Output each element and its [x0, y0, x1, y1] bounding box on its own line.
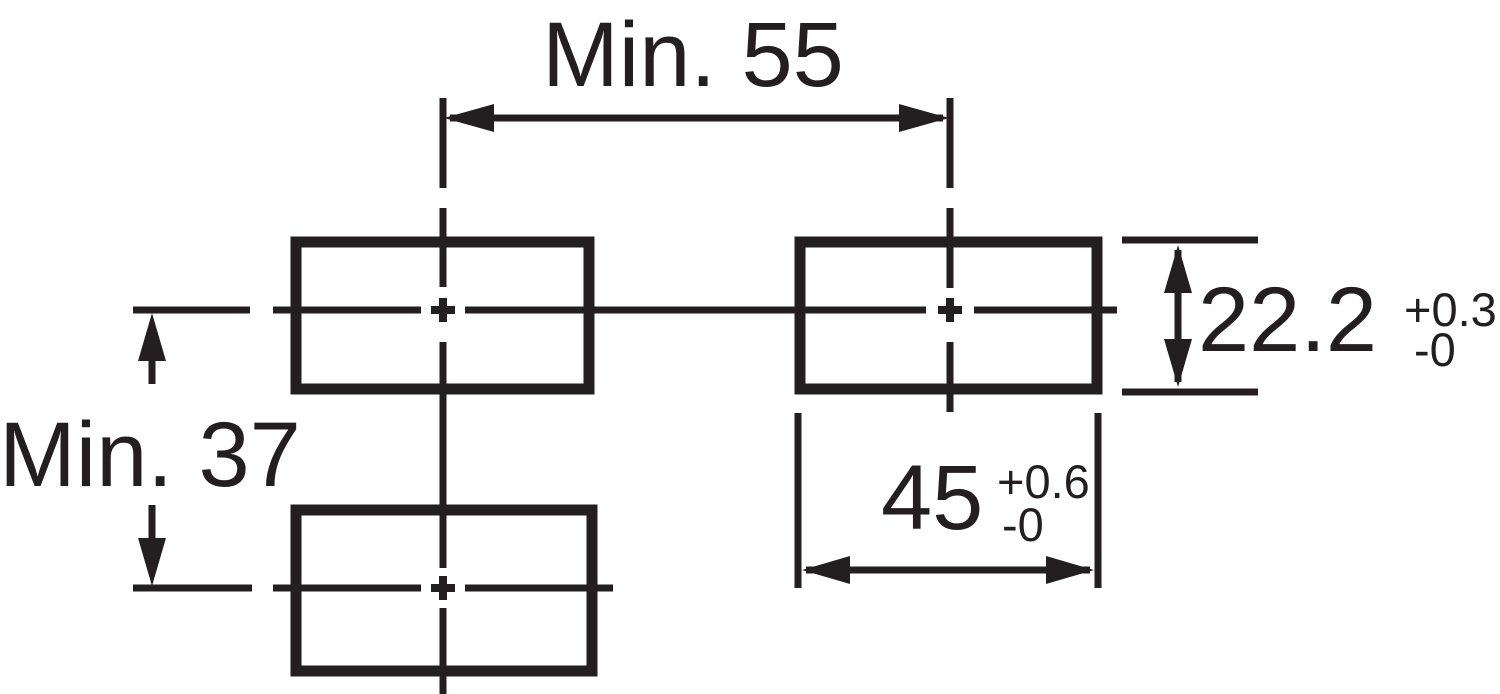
center-cross-top-left — [431, 298, 455, 322]
dimension-value-45: 45 — [881, 447, 983, 549]
tolerance-minus-45: -0 — [1002, 498, 1044, 551]
arrowhead-left-min55 — [444, 104, 494, 132]
dimension-45: 45 +0.6 -0 — [794, 413, 1102, 588]
arrowhead-right-45 — [1046, 556, 1094, 584]
arrowhead-down-22-2 — [1164, 339, 1192, 387]
arrowhead-up-22-2 — [1164, 245, 1192, 293]
center-cross-top-right — [938, 298, 962, 322]
tolerance-minus-22-2: -0 — [1414, 323, 1456, 376]
tolerance-plus-22-2: +0.3 — [1404, 283, 1497, 336]
dimension-label-min37: Min. 37 — [0, 404, 301, 506]
dimension-min37: Min. 37 — [0, 313, 301, 586]
dimension-label-min55: Min. 55 — [542, 4, 844, 106]
dimension-min55: Min. 55 — [444, 4, 949, 132]
arrowhead-left-45 — [802, 556, 850, 584]
tolerance-plus-45: +0.6 — [997, 455, 1090, 508]
arrowhead-down-min37 — [138, 538, 166, 586]
center-cross-bottom-left — [431, 576, 455, 600]
dimension-value-22-2: 22.2 — [1198, 269, 1377, 371]
dimension-22-2: 22.2 +0.3 -0 — [1122, 236, 1497, 396]
arrowhead-right-min55 — [899, 104, 949, 132]
arrowhead-up-min37 — [138, 313, 166, 361]
